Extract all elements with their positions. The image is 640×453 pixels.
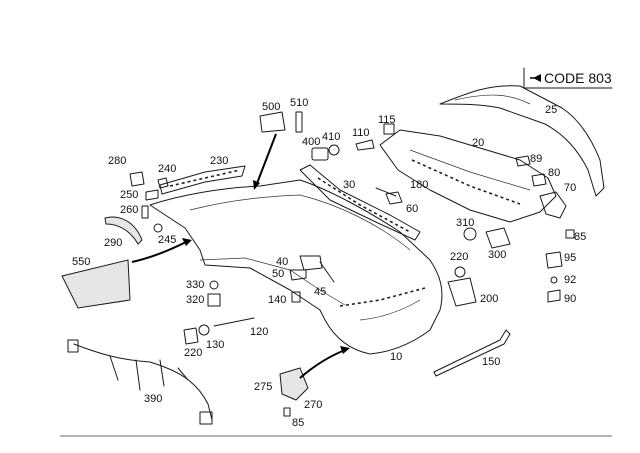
- label-25: 25: [545, 104, 557, 116]
- part-400-410: [311, 144, 340, 161]
- label-250: 250: [120, 189, 138, 201]
- label-410: 410: [322, 131, 340, 143]
- label-150: 150: [482, 356, 500, 368]
- label-550: 550: [72, 256, 90, 268]
- part-120-130-220: [183, 317, 255, 345]
- label-245: 245: [158, 234, 176, 246]
- label-230: 230: [210, 155, 228, 167]
- label-180: 180: [410, 179, 428, 191]
- label-60: 60: [406, 203, 418, 215]
- part-wiring-harness: [67, 339, 213, 425]
- part-spoiler-cover: [439, 85, 605, 197]
- part-reflector-plate: [61, 259, 131, 309]
- label-510: 510: [290, 97, 308, 109]
- label-140: 140: [268, 294, 286, 306]
- label-260: 260: [120, 204, 138, 216]
- part-150-strip: [433, 329, 511, 377]
- part-side-bracket: [104, 216, 143, 245]
- callout-labels: 25 500 510 400 410 110 115 20 89 80 70 2…: [72, 97, 586, 429]
- label-270: 270: [304, 399, 322, 411]
- label-95: 95: [564, 252, 576, 264]
- part-crossbar: [299, 164, 421, 241]
- label-10: 10: [390, 351, 402, 363]
- part-40-50-45: [289, 255, 335, 283]
- code-box-label: CODE 803: [544, 70, 612, 86]
- label-30: 30: [343, 179, 355, 191]
- label-130: 130: [206, 339, 224, 351]
- label-500: 500: [262, 101, 280, 113]
- label-400: 400: [302, 136, 320, 148]
- label-310: 310: [456, 217, 474, 229]
- part-bumper-body: [149, 179, 443, 355]
- label-20: 20: [472, 137, 484, 149]
- pointer-arrows: [131, 133, 350, 379]
- label-92: 92: [564, 274, 576, 286]
- label-390: 390: [144, 393, 162, 405]
- label-120: 120: [250, 326, 268, 338]
- part-330-320-140: [207, 280, 301, 307]
- code-box: CODE 803: [523, 67, 613, 89]
- part-right-clips: [515, 155, 567, 219]
- label-80: 80: [548, 167, 560, 179]
- label-240: 240: [158, 163, 176, 175]
- label-115: 115: [378, 114, 396, 126]
- label-200: 200: [480, 293, 498, 305]
- part-left-hardware: [129, 171, 169, 233]
- part-bumper-support: [379, 129, 557, 223]
- label-45: 45: [314, 286, 326, 298]
- label-220-left: 220: [184, 347, 202, 359]
- part-trim-strip: [159, 165, 246, 195]
- label-280: 280: [108, 155, 126, 167]
- part-180-60: [375, 187, 403, 205]
- label-85-bottom: 85: [292, 417, 304, 429]
- label-89: 89: [530, 153, 542, 165]
- label-220-right: 220: [450, 251, 468, 263]
- part-mid-hardware: [463, 227, 575, 249]
- label-40: 40: [276, 256, 288, 268]
- label-70: 70: [564, 182, 576, 194]
- part-220-200: [447, 266, 477, 307]
- label-300: 300: [488, 249, 506, 261]
- part-110-115: [355, 123, 395, 151]
- label-330: 330: [186, 279, 204, 291]
- label-50: 50: [272, 268, 284, 280]
- part-95-92-90: [545, 251, 563, 303]
- label-110: 110: [352, 127, 370, 139]
- part-500-510: [259, 111, 303, 133]
- label-90: 90: [564, 293, 576, 305]
- label-275: 275: [254, 381, 272, 393]
- label-320: 320: [186, 294, 204, 306]
- label-85-top: 85: [574, 231, 586, 243]
- label-290: 290: [104, 237, 122, 249]
